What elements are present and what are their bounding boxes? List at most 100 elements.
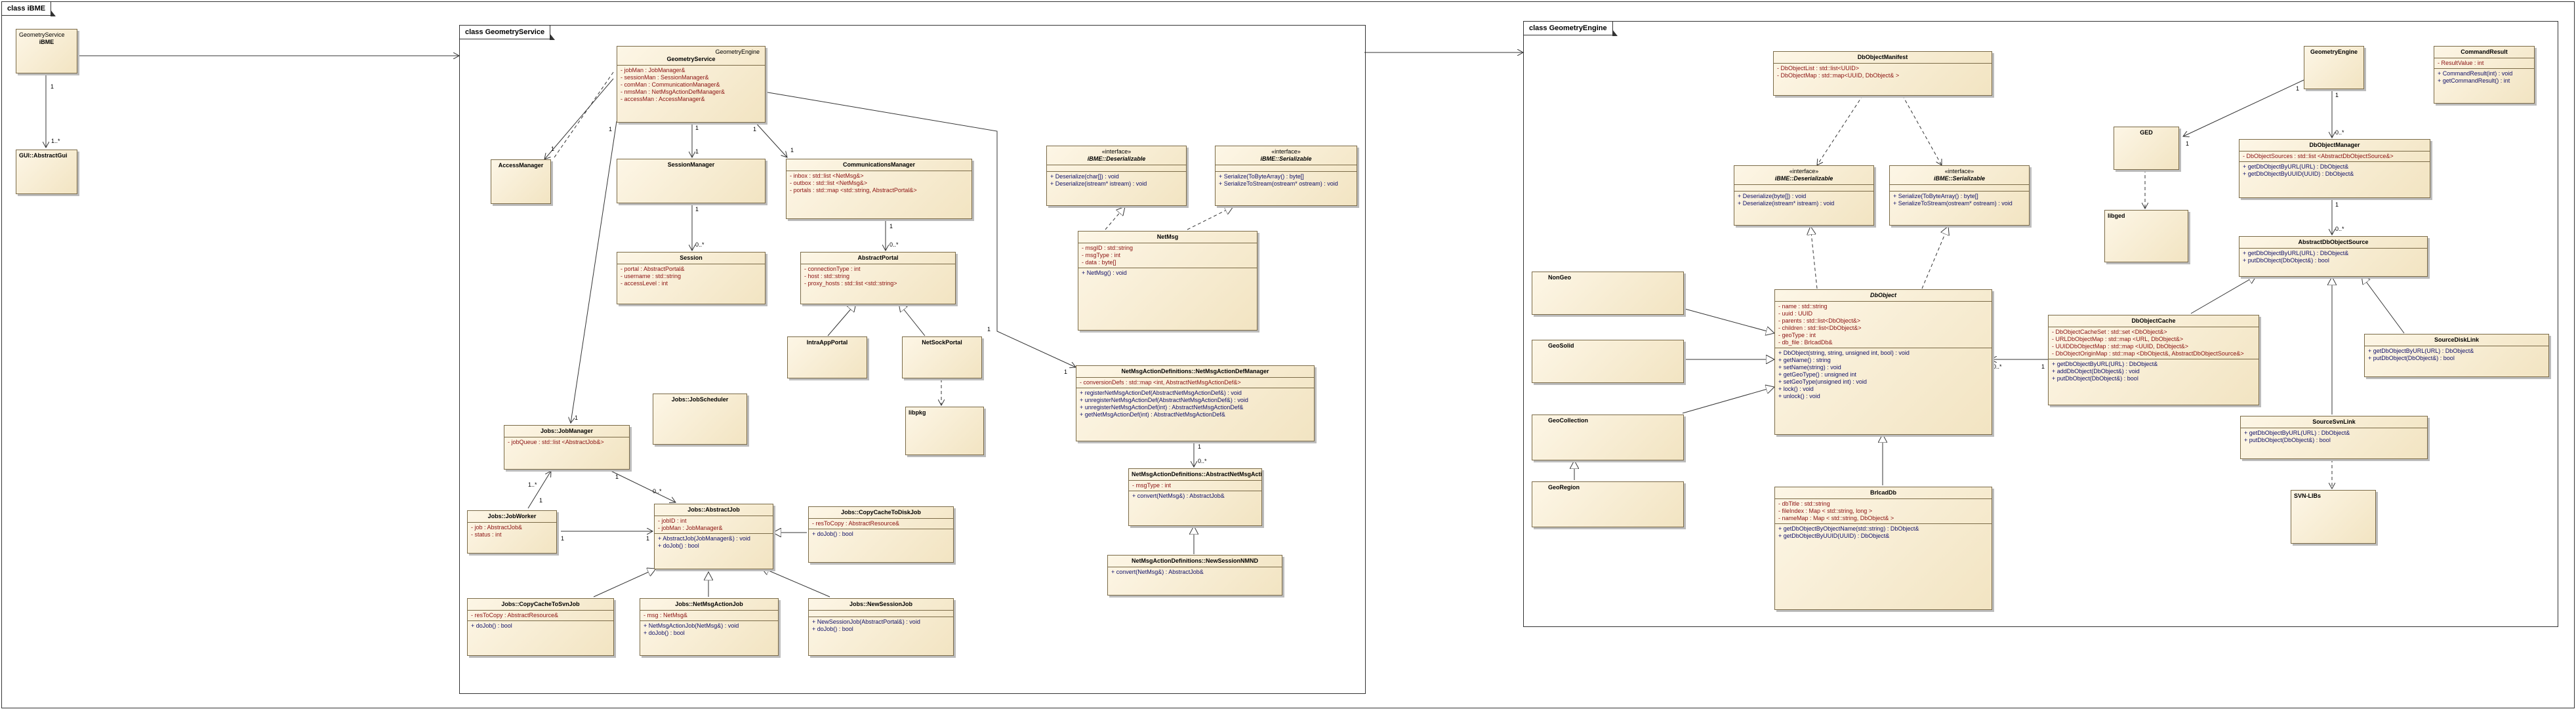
class-copycachetodiskjob[interactable]: Jobs::CopyCacheToDiskJob - resToCopy : A… (808, 506, 954, 563)
class-geometryservice[interactable]: GeometryEngine GeometryService - jobMan … (617, 46, 766, 123)
operation: + doJob() : bool (812, 626, 853, 632)
operation: + getNetMsgActionDef(int) : AbstractNetM… (1080, 411, 1225, 418)
class-geocollection[interactable]: GeoCollection (1532, 415, 1684, 460)
class-abstractnetmsgactiondef[interactable]: NetMsgActionDefinitions::AbstractNetMsgA… (1128, 468, 1262, 526)
class-geometryservice-namespace: GeometryEngine (715, 49, 760, 55)
class-deserializable-engine[interactable]: «interface» iBME::Deserializable + Deser… (1734, 165, 1874, 226)
class-newsessionnmnd[interactable]: NetMsgActionDefinitions::NewSessionNMND … (1107, 555, 1282, 596)
attribute: - DbObjectCacheSet : std::set <DbObject&… (2052, 329, 2167, 335)
class-deserializable-service-ops: + Deserialize(char[]) : void + Deseriali… (1047, 171, 1186, 189)
class-netmsgactiondefmanager-header: NetMsgActionDefinitions::NetMsgActionDef… (1121, 368, 1269, 375)
class-sessionmanager[interactable]: SessionManager (617, 159, 766, 203)
class-dbobject[interactable]: DbObject - name : std::string - uuid : U… (1774, 289, 1992, 435)
class-nongeo[interactable]: NonGeo (1532, 272, 1684, 315)
mult-jw-jm-2: 1..* (528, 481, 537, 488)
class-netmsgactiondefmanager[interactable]: NetMsgActionDefinitions::NetMsgActionDef… (1076, 365, 1315, 441)
class-serializable-engine[interactable]: «interface» iBME::Serializable + Seriali… (1889, 165, 2030, 226)
class-dbobjectcache[interactable]: DbObjectCache - DbObjectCacheSet : std::… (2048, 315, 2259, 405)
class-georegion[interactable]: GeoRegion (1532, 481, 1684, 527)
class-libged[interactable]: libged (2104, 210, 2188, 262)
class-abstractnetmsgactiondef-attributes: - msgType : int (1129, 480, 1261, 491)
class-communicationsmanager[interactable]: CommunicationsManager - inbox : std::lis… (786, 159, 972, 219)
class-jobworker[interactable]: Jobs::JobWorker - job : AbstractJob& - s… (467, 510, 557, 554)
class-abstractjob-header: Jobs::AbstractJob (687, 506, 740, 513)
operation: + putDbObject(DbObject&) : bool (2052, 375, 2138, 382)
class-dbobject-ops: + DbObject(string, string, unsigned int,… (1775, 348, 1992, 401)
class-serializable-engine-ops: + Serialize(ToByteArray() : byte[] + Ser… (1890, 191, 2029, 209)
dep-gs-accessmanager-dashed (554, 71, 614, 158)
mult-nmadm-def-2: 0..* (1198, 458, 1207, 464)
attribute: - data : byte[] (1082, 259, 1116, 266)
class-dbobjectmanifest-header: DbObjectManifest (1857, 54, 1908, 60)
class-brlcaddb-ops: + getDbObjectByObjectName(std::string) :… (1775, 523, 1992, 541)
class-geometryengine[interactable]: GeometryEngine (2304, 46, 2364, 89)
package-geometry-service: class GeometryService (459, 25, 1366, 694)
attribute: - job : AbstractJob& (471, 524, 523, 531)
class-jobmanager[interactable]: Jobs::JobManager - jobQueue : std::list … (504, 425, 630, 470)
class-libpkg[interactable]: libpkg (905, 407, 984, 455)
mult-ge-ged-1: 1 (2296, 85, 2299, 92)
attribute: - msgType : int (1082, 252, 1121, 258)
class-dbobjectmanifest[interactable]: DbObjectManifest - DbObjectList : std::l… (1773, 51, 1992, 96)
operation: + doJob() : bool (658, 542, 699, 549)
class-serializable-service[interactable]: «interface» iBME::Serializable + Seriali… (1215, 146, 1357, 206)
operation: + Deserialize(istream* istream) : void (1050, 180, 1147, 187)
class-netmsgactionjob-attributes: - msg : NetMsg& (640, 610, 778, 620)
mult-dbom-src-2: 0..* (2335, 226, 2344, 232)
gen-newsession-abstractjob (761, 567, 830, 598)
class-abstractdbobjectsource[interactable]: AbstractDbObjectSource + getDbObjectByUR… (2239, 236, 2428, 277)
attribute: - msgType : int (1132, 482, 1172, 489)
class-sourcedisklink-ops: + getDbObjectByURL(URL) : DbObject& + pu… (2365, 346, 2548, 363)
operation: + getDbObjectByURL(URL) : DbObject& (2243, 250, 2349, 256)
class-ged[interactable]: GED (2114, 127, 2179, 170)
class-svnlibs[interactable]: SVN-LIBs (2291, 490, 2376, 544)
attributes-empty (1890, 184, 2029, 191)
class-brlcaddb-header: BrlcadDb (1870, 489, 1896, 496)
class-ibme-namespace: GeometryService (19, 31, 65, 38)
class-netsockportal[interactable]: NetSockPortal (902, 336, 982, 378)
gen-disklink-source (2361, 275, 2405, 334)
class-sourcedisklink[interactable]: SourceDiskLink + getDbObjectByURL(URL) :… (2364, 334, 2549, 377)
class-netmsg[interactable]: NetMsg - msgID : std::string - msgType :… (1078, 231, 1257, 331)
class-netmsgactionjob[interactable]: Jobs::NetMsgActionJob - msg : NetMsg& + … (640, 598, 779, 656)
operation: + Serialize(ToByteArray() : byte[] (1219, 173, 1304, 180)
class-intraappportal[interactable]: IntraAppPortal (787, 336, 867, 378)
mult-gs-jm-2: 1 (575, 415, 578, 421)
attribute: - msgID : std::string (1082, 245, 1134, 251)
class-abstractportal[interactable]: AbstractPortal - connectionType : int - … (800, 252, 956, 304)
mult-gs-sm-2: 1 (695, 148, 699, 155)
class-sessionmanager-header: SessionManager (667, 161, 715, 168)
class-deserializable-service[interactable]: «interface» iBME::Deserializable + Deser… (1046, 146, 1187, 206)
class-newsessionjob[interactable]: Jobs::NewSessionJob + NewSessionJob(Abst… (808, 598, 954, 656)
attribute: - inbox : std::list <NetMsg&> (790, 172, 864, 179)
class-session[interactable]: Session - portal : AbstractPortal& - use… (617, 252, 766, 304)
class-jobscheduler-header: Jobs::JobScheduler (671, 396, 729, 403)
attribute: - UUIDDbObjectMap : std::map <UUID, DbOb… (2052, 343, 2189, 350)
class-geosolid[interactable]: GeoSolid (1532, 340, 1684, 383)
operation: + NetMsg() : void (1082, 270, 1127, 276)
real-netmsg-deserializable (1105, 207, 1125, 230)
mult-gs-sm-1: 1 (695, 125, 699, 131)
class-abstractnetmsgactiondef-ops: + convert(NetMsg&) : AbstractJob& (1129, 491, 1261, 501)
class-jobscheduler[interactable]: Jobs::JobScheduler (653, 394, 747, 445)
class-name: iBME::Serializable (1933, 175, 1986, 182)
class-ibme-name: iBME (39, 39, 54, 45)
operation: + Deserialize(byte[]) : void (1738, 193, 1807, 199)
class-abstractjob[interactable]: Jobs::AbstractJob - jobID : int - jobMan… (654, 504, 773, 569)
class-brlcaddb-attributes: - dbTitle : std::string - fileIndex : Ma… (1775, 498, 1992, 523)
class-brlcaddb[interactable]: BrlcadDb - dbTitle : std::string - fileI… (1774, 487, 1992, 610)
class-dbobjectmanager[interactable]: DbObjectManager - DbObjectSources : std:… (2239, 139, 2430, 198)
real-dbobject-ser (1921, 226, 1948, 289)
class-copycachetosvnjob[interactable]: Jobs::CopyCacheToSvnJob - resToCopy : Ab… (467, 598, 614, 656)
class-accessmanager[interactable]: AccessManager (491, 159, 551, 204)
operation: + setName(string) : void (1778, 364, 1841, 371)
class-sourcesvnlink[interactable]: SourceSvnLink + getDbObjectByURL(URL) : … (2240, 416, 2428, 459)
stereotype: «interface» (1944, 168, 1974, 174)
class-commandresult[interactable]: CommandResult - ResultValue : int + Comm… (2434, 46, 2535, 104)
class-ibme[interactable]: GeometryService iBME (16, 29, 77, 73)
class-sourcedisklink-header: SourceDiskLink (2434, 336, 2480, 343)
attribute: - jobMan : JobManager& (658, 525, 723, 531)
operation: + doJob() : bool (812, 531, 853, 537)
class-gui-abstractgui[interactable]: GUI::AbstractGui (16, 150, 77, 194)
mult-gs-am: 1 (551, 146, 554, 152)
